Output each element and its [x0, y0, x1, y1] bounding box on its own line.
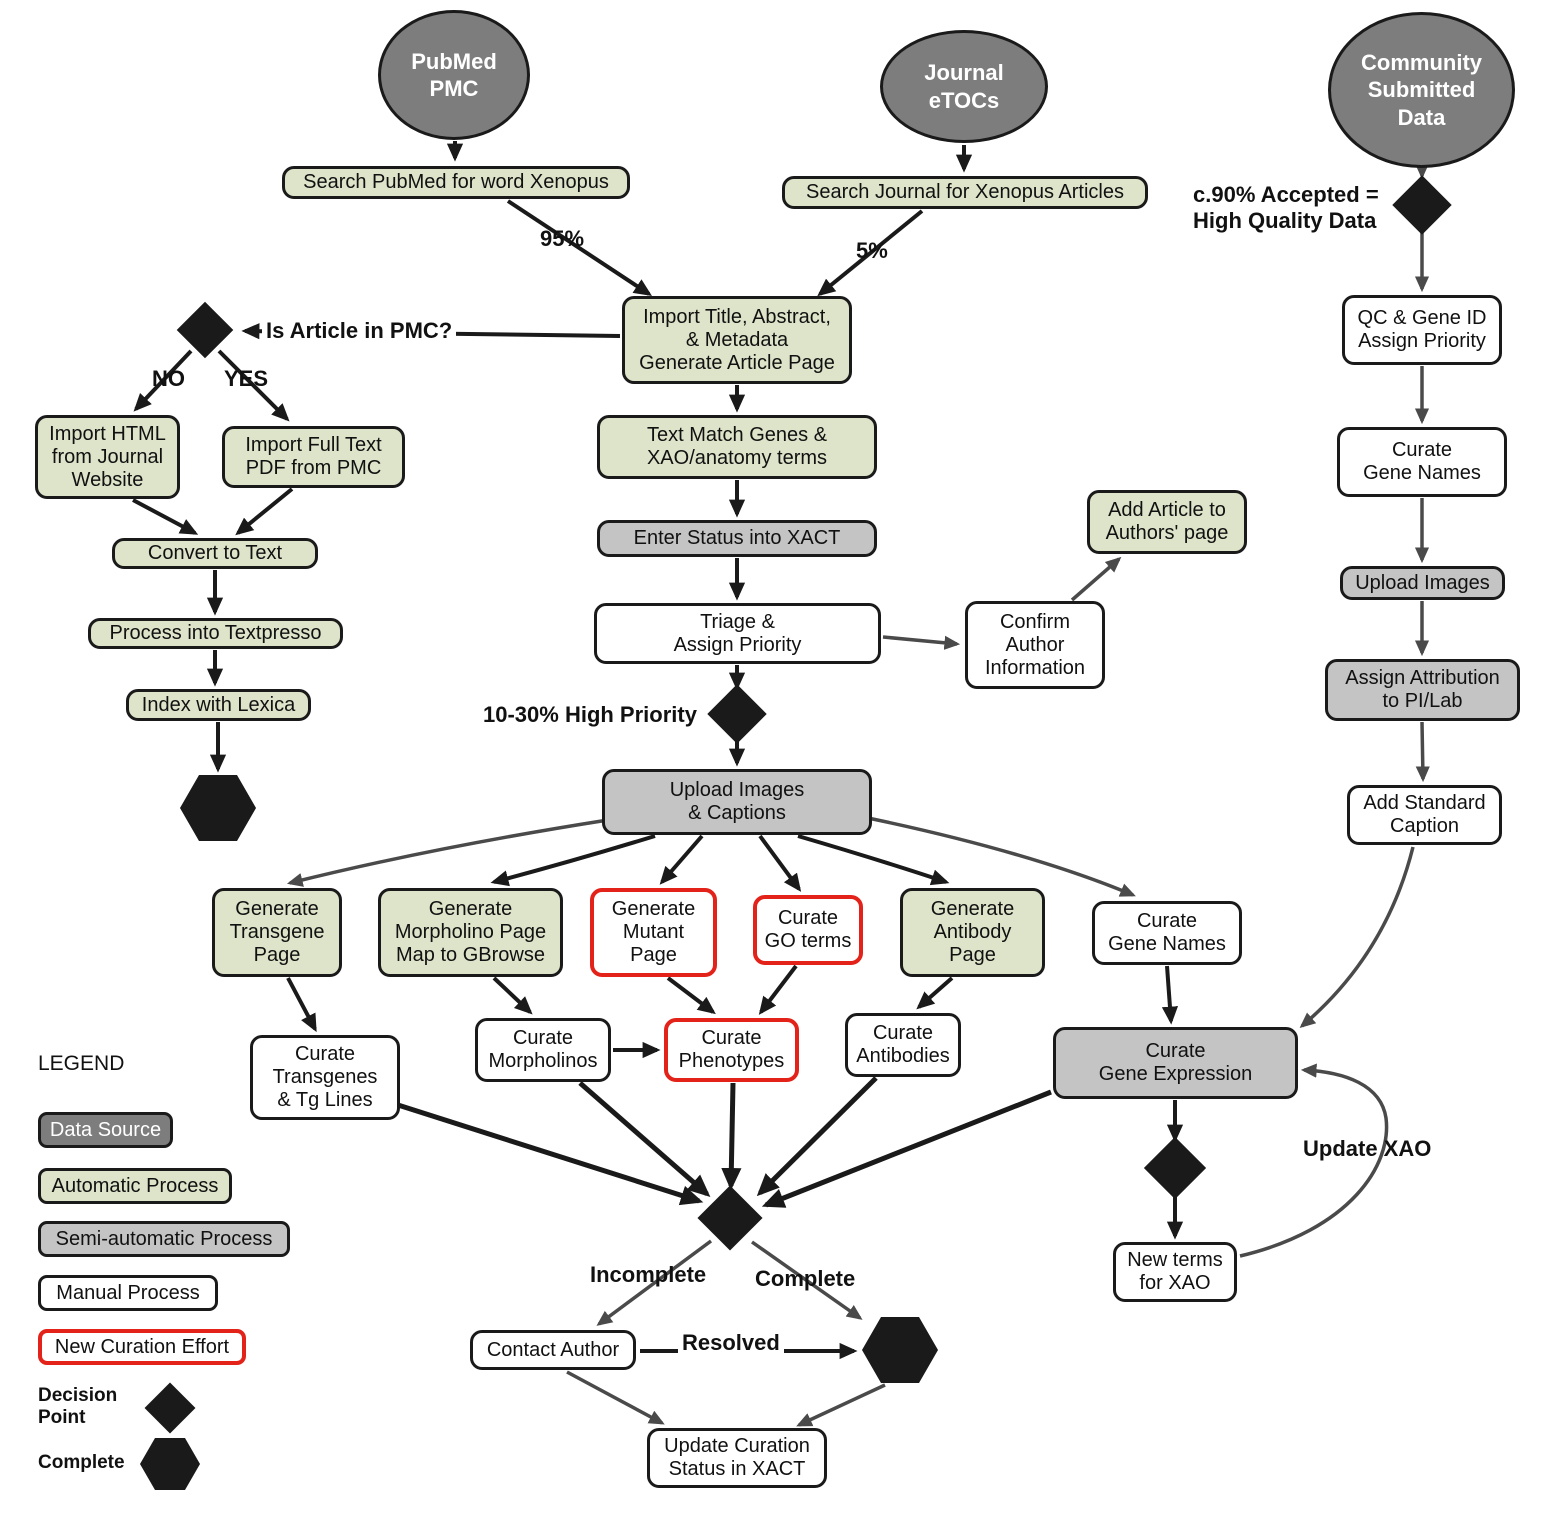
- node-import-html: Import HTML from Journal Website: [35, 415, 180, 499]
- edge-label-incomplete: Incomplete: [590, 1262, 707, 1287]
- edge-importhtml-to-convert: [132, 498, 199, 535]
- legend-automatic-process: Automatic Process: [38, 1168, 232, 1204]
- node-new-terms-xao: New terms for XAO: [1113, 1242, 1237, 1302]
- node-curate-phenotypes: Curate Phenotypes: [664, 1018, 799, 1082]
- legend-complete-label: Complete: [38, 1452, 125, 1473]
- edge-triage-to-confirm: [882, 635, 961, 650]
- node-curate-gene-expression: Curate Gene Expression: [1053, 1027, 1298, 1099]
- edge-upload-to-goterms: [758, 834, 802, 892]
- node-curate-morpholinos: Curate Morpholinos: [475, 1018, 611, 1082]
- node-index-lexica: Index with Lexica: [126, 689, 311, 721]
- edge-merge-incomplete-to-contact: [596, 1239, 713, 1326]
- edge-searchpubmed-to-import: [506, 199, 653, 296]
- node-generate-morpholino-page: Generate Morpholino Page Map to GBrowse: [378, 888, 563, 977]
- node-community-submitted-data: Community Submitted Data: [1328, 12, 1515, 168]
- node-update-curation-status: Update Curation Status in XACT: [647, 1428, 827, 1488]
- edge-curateantibodies-to-merge: [756, 1076, 878, 1197]
- legend-data-source: Data Source: [38, 1112, 173, 1148]
- node-qc-gene-id: QC & Gene ID Assign Priority: [1342, 295, 1502, 365]
- node-journal-etocs: Journal eTOCs: [880, 30, 1048, 143]
- node-curate-go-terms: Curate GO terms: [753, 895, 863, 965]
- edge-transgene-to-curatetransgenes: [286, 977, 317, 1033]
- edge-label-high-priority: 10-30% High Priority: [483, 702, 697, 727]
- node-text-match-genes: Text Match Genes & XAO/anatomy terms: [597, 415, 877, 479]
- edge-label-no: NO: [152, 366, 185, 391]
- edge-label-update-xao: Update XAO: [1303, 1136, 1432, 1161]
- edge-morpholino-to-curatemorpholinos: [492, 976, 533, 1015]
- edge-upload-to-antibody: [797, 834, 950, 886]
- edge-done-to-update: [796, 1383, 886, 1427]
- edge-curatetransgenes-to-merge: [397, 1102, 704, 1206]
- edge-label-resolved: Resolved: [678, 1330, 784, 1356]
- edge-contact-to-update: [566, 1370, 665, 1425]
- legend-new-curation-effort: New Curation Effort: [38, 1329, 246, 1365]
- legend-decision-point-label: Decision Point: [38, 1385, 118, 1428]
- edge-genenames-to-expression: [1161, 965, 1179, 1025]
- edge-label-yes: YES: [224, 366, 269, 391]
- node-add-standard-caption: Add Standard Caption: [1347, 785, 1502, 845]
- node-curate-gene-names-right: Curate Gene Names: [1337, 427, 1507, 497]
- edge-caption-to-expression: [1299, 846, 1415, 1029]
- edge-label-complete: Complete: [755, 1266, 856, 1291]
- edge-upload-to-morpholino: [490, 834, 656, 887]
- complete-hexagon-curation-icon: [862, 1317, 938, 1383]
- edge-curatemorpholinos-to-merge: [578, 1081, 711, 1197]
- edge-label-95-percent: 95%: [540, 226, 585, 251]
- node-triage-assign-priority: Triage & Assign Priority: [594, 603, 881, 664]
- edge-attribution-to-caption: [1415, 721, 1430, 783]
- edge-upload-to-genenames-mid: [867, 816, 1136, 897]
- edge-upload-to-transgene: [286, 818, 609, 887]
- edge-goterms-to-phenotypes: [758, 964, 798, 1015]
- node-pubmed-pmc: PubMed PMC: [378, 10, 530, 140]
- edge-label-5-percent: 5%: [856, 238, 888, 263]
- legend-title: LEGEND: [38, 1052, 125, 1075]
- node-curate-gene-names-mid: Curate Gene Names: [1092, 901, 1242, 965]
- node-generate-antibody-page: Generate Antibody Page: [900, 888, 1045, 977]
- node-upload-images: Upload Images: [1340, 566, 1505, 600]
- node-convert-to-text: Convert to Text: [112, 538, 318, 569]
- node-assign-attribution: Assign Attribution to PI/Lab: [1325, 659, 1520, 721]
- edge-importpdf-to-convert: [235, 487, 294, 536]
- edge-label-is-article-in-pmc: Is Article in PMC?: [262, 318, 457, 344]
- edge-label-accepted-rate: c.90% Accepted = High Quality Data: [1193, 182, 1379, 233]
- edge-upload-to-mutant: [659, 834, 704, 885]
- node-confirm-author-information: Confirm Author Information: [965, 601, 1105, 689]
- edge-phenotypes-to-merge: [721, 1082, 742, 1191]
- edge-expression-to-merge: [761, 1089, 1052, 1208]
- node-enter-status-xact: Enter Status into XACT: [597, 520, 877, 557]
- edge-decision-no-to-importhtml: [133, 349, 193, 412]
- node-curate-transgenes: Curate Transgenes & Tg Lines: [250, 1035, 400, 1120]
- node-curate-antibodies: Curate Antibodies: [845, 1013, 961, 1077]
- edge-searchjournal-to-import: [817, 209, 924, 297]
- edge-confirm-to-addarticle: [1070, 556, 1122, 602]
- edge-merge-complete-to-done: [750, 1240, 863, 1320]
- node-add-article-authors-page: Add Article to Authors' page: [1087, 490, 1247, 554]
- edge-antibody-to-curateantibodies: [916, 976, 954, 1010]
- legend-semi-automatic-process: Semi-automatic Process: [38, 1221, 290, 1257]
- node-process-textpresso: Process into Textpresso: [88, 618, 343, 649]
- node-contact-author: Contact Author: [470, 1330, 636, 1370]
- node-search-journal: Search Journal for Xenopus Articles: [782, 176, 1148, 209]
- complete-hexagon-textpresso-icon: [180, 775, 256, 841]
- node-upload-images-captions: Upload Images & Captions: [602, 769, 872, 835]
- node-import-title-metadata: Import Title, Abstract, & Metadata Gener…: [622, 296, 852, 384]
- legend-manual-process: Manual Process: [38, 1275, 218, 1311]
- edge-newterms-updatexao-to-expression: [1239, 1063, 1389, 1258]
- node-search-pubmed: Search PubMed for word Xenopus: [282, 166, 630, 199]
- node-generate-mutant-page: Generate Mutant Page: [590, 888, 717, 977]
- node-generate-transgene-page: Generate Transgene Page: [212, 888, 342, 977]
- edge-mutant-to-phenotypes: [666, 976, 716, 1015]
- node-import-pdf: Import Full Text PDF from PMC: [222, 426, 405, 488]
- edge-decision-yes-to-importpdf: [217, 349, 290, 422]
